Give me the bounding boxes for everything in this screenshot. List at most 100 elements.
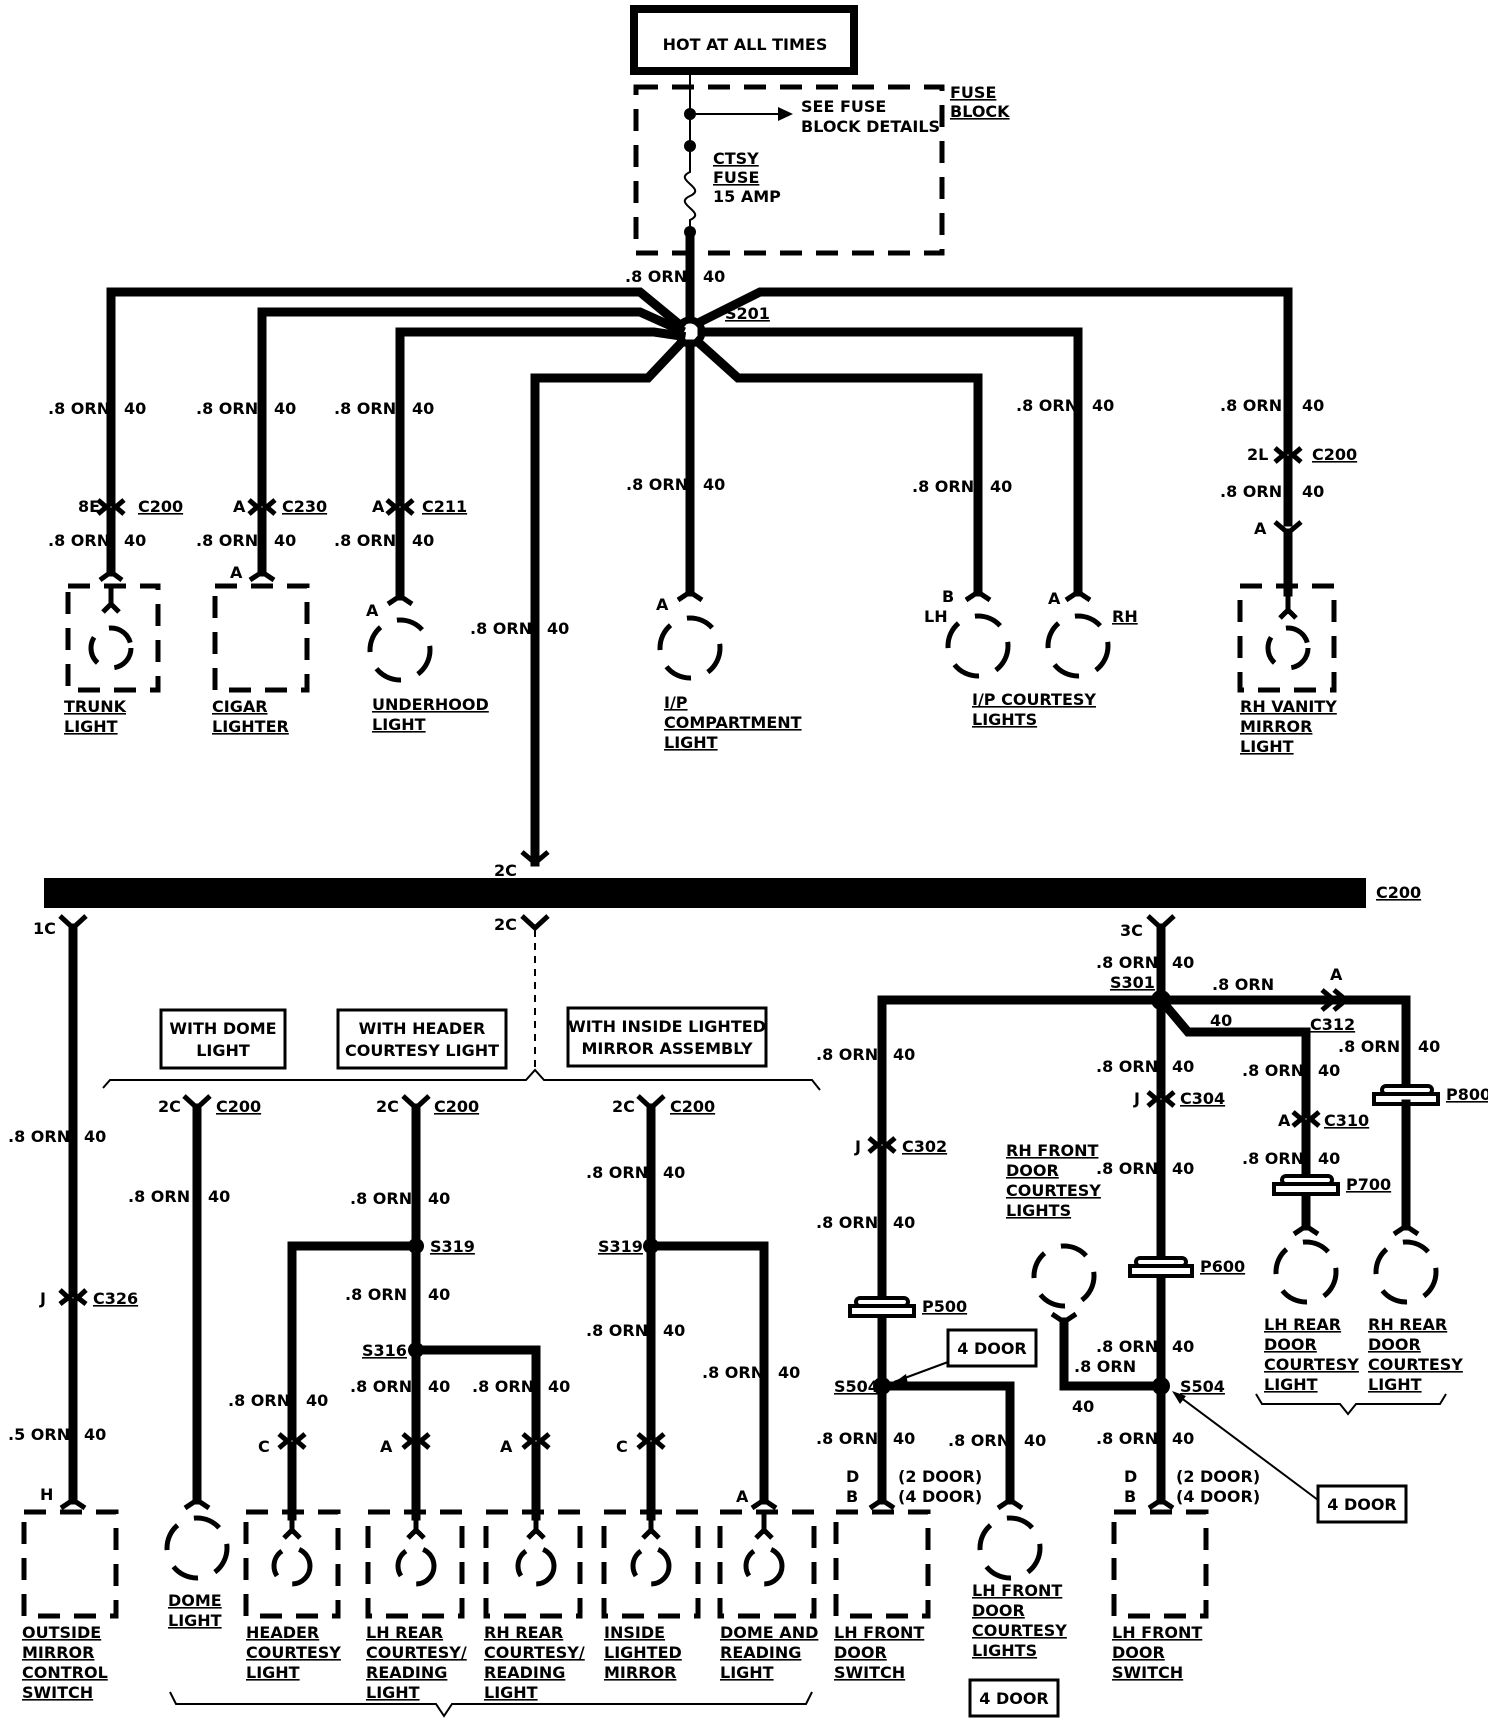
connector-p800: P800 <box>1446 1085 1488 1104</box>
wire-rh-rear-reading <box>411 1345 541 1439</box>
four-door-label: 4 DOOR <box>979 1689 1049 1708</box>
wire-circuit: 40 <box>124 399 146 418</box>
dome-reading-label-2: READING <box>720 1643 801 1662</box>
lh-front-door-courtesy-lights: LH FRONT DOOR COURTESY LIGHTS <box>972 1496 1067 1660</box>
wire-circuit: 40 <box>1172 953 1194 972</box>
connector-c302: C302 <box>902 1137 947 1156</box>
lh-front-courtesy-label-4: LIGHTS <box>972 1641 1037 1660</box>
dome-and-reading-light: A DOME AND READING LIGHT <box>717 1487 818 1682</box>
option-header-label-2: COURTESY LIGHT <box>345 1041 499 1060</box>
pin-b: B <box>1124 1487 1136 1506</box>
connector-2c <box>520 914 550 932</box>
lh-front-switch-label-3: SWITCH <box>834 1663 905 1682</box>
wire-gauge: .8 ORN <box>625 267 687 286</box>
connector-c200: C200 <box>138 497 183 516</box>
inside-lighted-mirror: INSIDE LIGHTED MIRROR <box>601 1509 701 1682</box>
outside-mirror-label-1: OUTSIDE <box>22 1623 101 1642</box>
trunk-label-2: LIGHT <box>64 717 118 736</box>
connector-c302-bottom <box>867 1137 897 1154</box>
connector-c310: C310 <box>1324 1111 1369 1130</box>
connector-c312 <box>1320 988 1350 1012</box>
wire-gauge: .8 ORN <box>1338 1037 1400 1056</box>
pin-2c: 2C <box>494 861 517 880</box>
pin-3c: 3C <box>1120 921 1143 940</box>
pin-a: A <box>233 497 246 516</box>
wire-to-lh-front-switch <box>877 995 1166 1143</box>
pin-2c: 2C <box>494 915 517 934</box>
splice-s504-label: S504 <box>1180 1377 1225 1396</box>
wire-gauge: .8 ORN <box>1242 1149 1304 1168</box>
lh-rear-reading-label-2: COURTESY/ <box>366 1643 467 1662</box>
rh-rear-reading-label-4: LIGHT <box>484 1683 538 1702</box>
rh-rear-door-label-3: COURTESY <box>1368 1355 1463 1374</box>
wire-circuit: 40 <box>84 1127 106 1146</box>
wire-circuit: 40 <box>306 1391 328 1410</box>
connector-c211: C211 <box>422 497 467 516</box>
wire-gauge: .8 ORN <box>228 1391 290 1410</box>
two-door-label: (2 DOOR) <box>898 1467 982 1486</box>
pin-2l: 2L <box>1247 445 1268 464</box>
lh-front-switch-label-1: LH FRONT <box>834 1623 924 1642</box>
wire-to-underhood <box>395 327 687 505</box>
wire-gauge: .8 ORN <box>1220 396 1282 415</box>
outside-mirror-switch: H OUTSIDE MIRROR CONTROL SWITCH <box>21 1485 119 1702</box>
wire-gauge: .8 ORN <box>1074 1357 1136 1376</box>
pin-b: B <box>942 587 954 606</box>
pin-d: D <box>846 1467 859 1486</box>
lh-rear-reading-label-4: LIGHT <box>366 1683 420 1702</box>
pin-8e: 8E <box>78 497 100 516</box>
lh-front-switch-label-1: LH FRONT <box>1112 1623 1202 1642</box>
connector-c326: C326 <box>93 1289 138 1308</box>
lh-rear-reading-light: LH REAR COURTESY/ READING LIGHT <box>365 1509 467 1702</box>
wire-gauge-alt: .5 ORN <box>8 1425 70 1444</box>
wire-gauge: .8 ORN <box>1096 1057 1158 1076</box>
wire-circuit: 40 <box>1418 1037 1440 1056</box>
wire-circuit: 40 <box>208 1187 230 1206</box>
wire-gauge: .8 ORN <box>702 1363 764 1382</box>
lh-rear-door-label-2: DOOR <box>1264 1335 1317 1354</box>
rh-vanity-mirror-light: RH VANITY MIRROR LIGHT <box>1237 583 1337 756</box>
pin-a: A <box>500 1437 513 1456</box>
connector-c200: C200 <box>1312 445 1357 464</box>
four-door-box-bottom <box>968 1678 1060 1718</box>
option-bracket <box>102 1068 821 1091</box>
pin-j: J <box>1133 1089 1140 1108</box>
four-door-paren-label: (4 DOOR) <box>898 1487 982 1506</box>
see-details-arrowhead <box>778 107 793 121</box>
wire-to-rh-vanity <box>693 287 1293 453</box>
lh-rear-reading-label-1: LH REAR <box>366 1623 443 1642</box>
pin-d: D <box>1124 1467 1137 1486</box>
wire-gauge: .8 ORN <box>816 1213 878 1232</box>
wire-to-cigar <box>257 307 686 505</box>
connector-p600: P600 <box>1200 1257 1245 1276</box>
pin-2c: 2C <box>612 1097 635 1116</box>
wire-dome-reading <box>646 1241 769 1505</box>
wire-circuit: 40 <box>1302 396 1324 415</box>
lh-rear-door-label-3: COURTESY <box>1264 1355 1359 1374</box>
wire-gauge: .8 ORN <box>334 399 396 418</box>
wire-to-lh-rear-door <box>1154 993 1311 1117</box>
connector-c230: C230 <box>282 497 327 516</box>
wire-circuit: 40 <box>1092 396 1114 415</box>
wire-circuit: 40 <box>1172 1429 1194 1448</box>
option-mirror-label-1: WITH INSIDE LIGHTED <box>568 1017 766 1036</box>
hot-at-all-times-box <box>630 5 858 75</box>
pin-2c: 2C <box>158 1097 181 1116</box>
wire-circuit: 40 <box>1302 482 1324 501</box>
lh-front-courtesy-label-3: COURTESY <box>972 1621 1067 1640</box>
wire-gauge: .8 ORN <box>948 1431 1010 1450</box>
rh-vanity-label-1: RH VANITY <box>1240 697 1337 716</box>
connector-c200: C200 <box>216 1097 261 1116</box>
pin-2c: 2C <box>376 1097 399 1116</box>
pin-a: A <box>380 1437 393 1456</box>
trunk-light: TRUNK LIGHT <box>64 568 161 736</box>
dome-label-2: LIGHT <box>168 1611 222 1630</box>
connector-p800-base <box>1372 1092 1440 1106</box>
fuse-block-title-1: FUSE <box>950 83 996 102</box>
rh-vanity-label-3: LIGHT <box>1240 737 1294 756</box>
outside-mirror-label-2: MIRROR <box>22 1643 94 1662</box>
wire-circuit: 40 <box>893 1045 915 1064</box>
ip-comp-label-2: COMPARTMENT <box>664 713 802 732</box>
pin-h: H <box>40 1485 53 1504</box>
